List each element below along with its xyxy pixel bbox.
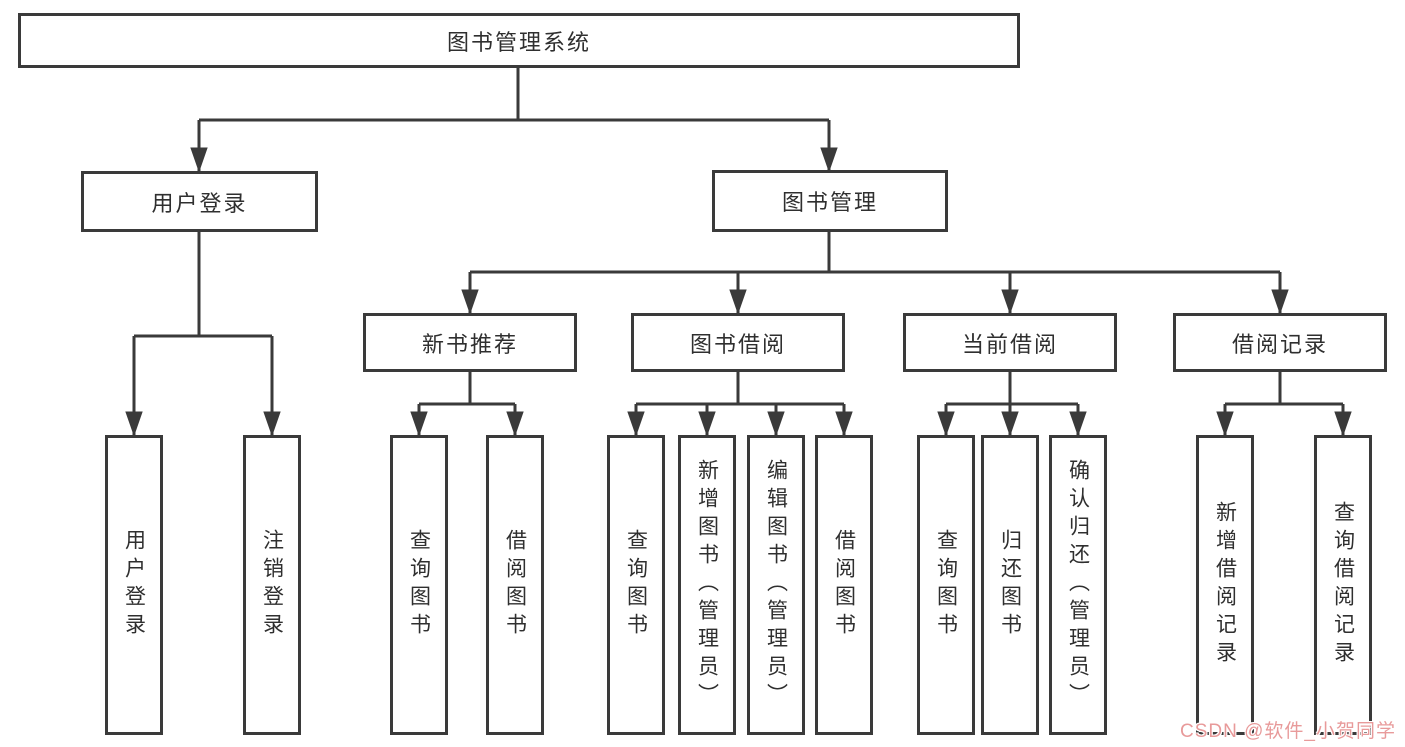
connector-root-to-level2	[197, 68, 831, 171]
leaf-edit-books-admin: 编辑图书（管理员）	[747, 435, 805, 735]
leaf-borrow-books-newbooks-label: 借阅图书	[503, 529, 527, 641]
leaf-add-books-admin-label: 新增图书（管理员）	[695, 459, 719, 711]
csdn-watermark: CSDN @软件_小贺同学	[1180, 721, 1396, 742]
leaf-user-login: 用户登录	[105, 435, 163, 735]
node-library-system: 图书管理系统	[18, 13, 1020, 68]
node-book-borrowing: 图书借阅	[631, 313, 845, 372]
node-book-management-label: 图书管理	[781, 190, 878, 215]
node-library-system-label: 图书管理系统	[446, 29, 591, 55]
leaf-confirm-return-admin-label: 确认归还（管理员）	[1066, 459, 1090, 711]
leaf-query-books-newbooks-label: 查询图书	[407, 529, 431, 641]
node-new-book-recommend-label: 新书推荐	[421, 331, 518, 357]
node-borrow-records-label: 借阅记录	[1231, 331, 1328, 357]
leaf-query-books-current-label: 查询图书	[934, 529, 958, 641]
node-user-login-branch-label: 用户登录	[151, 190, 248, 216]
leaf-borrow-books-borrowing-label: 借阅图书	[832, 529, 856, 641]
leaf-query-books-borrowing-label: 查询图书	[624, 529, 648, 641]
leaf-borrow-books-newbooks: 借阅图书	[486, 435, 544, 735]
connector-book-borrow-branch	[634, 372, 846, 435]
leaf-edit-books-admin-label: 编辑图书（管理员）	[764, 459, 788, 711]
leaf-add-borrow-record-label: 新增借阅记录	[1213, 501, 1237, 669]
node-borrow-records: 借阅记录	[1173, 313, 1387, 372]
leaf-add-borrow-record: 新增借阅记录	[1196, 435, 1254, 735]
leaf-query-borrow-record-label: 查询借阅记录	[1331, 501, 1355, 669]
leaf-borrow-books-borrowing: 借阅图书	[815, 435, 873, 735]
node-book-borrowing-label: 图书借阅	[689, 331, 786, 357]
connector-borrow-records-branch	[1223, 372, 1345, 435]
node-current-borrowing-label: 当前借阅	[961, 331, 1058, 357]
arrowhead-icons	[125, 147, 1352, 437]
leaf-add-books-admin: 新增图书（管理员）	[678, 435, 736, 735]
leaf-logout: 注销登录	[243, 435, 301, 735]
leaf-user-login-label: 用户登录	[122, 529, 146, 641]
connector-user-login-branch	[132, 232, 274, 435]
node-new-book-recommend: 新书推荐	[363, 313, 577, 372]
node-user-login-branch: 用户登录	[81, 171, 318, 232]
connector-book-mgmt-to-level3	[468, 232, 1282, 313]
node-current-borrowing: 当前借阅	[903, 313, 1117, 372]
node-book-management: 图书管理	[712, 170, 948, 232]
leaf-query-books-borrowing: 查询图书	[607, 435, 665, 735]
leaf-return-books-label: 归还图书	[998, 529, 1022, 641]
leaf-query-books-current: 查询图书	[917, 435, 975, 735]
leaf-return-books: 归还图书	[981, 435, 1039, 735]
leaf-query-books-newbooks: 查询图书	[390, 435, 448, 735]
leaf-confirm-return-admin: 确认归还（管理员）	[1049, 435, 1107, 735]
leaf-query-borrow-record: 查询借阅记录	[1314, 435, 1372, 735]
leaf-logout-label: 注销登录	[260, 529, 284, 641]
connector-new-books-branch	[417, 372, 517, 435]
